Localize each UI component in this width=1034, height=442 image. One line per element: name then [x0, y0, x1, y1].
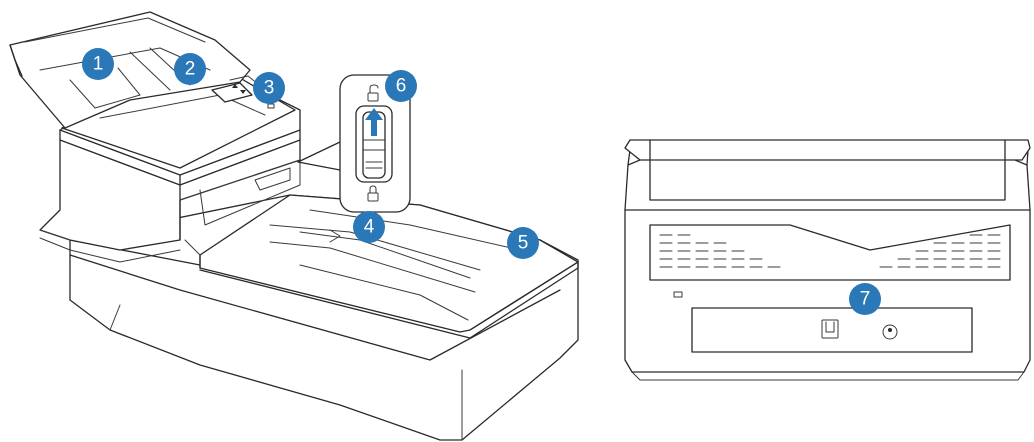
callout-6: 6 — [385, 70, 417, 102]
callout-1: 1 — [82, 48, 114, 80]
inset-leader-line — [298, 142, 340, 162]
callout-3: 3 — [253, 72, 285, 104]
callout-5-label: 5 — [518, 233, 529, 254]
callout-2: 2 — [174, 53, 206, 85]
callout-2-label: 2 — [185, 59, 196, 80]
callout-1-label: 1 — [93, 54, 104, 75]
callout-7-label: 7 — [860, 289, 871, 310]
callout-5: 5 — [507, 227, 539, 259]
callout-4-label: 4 — [364, 217, 375, 238]
callout-7: 7 — [849, 283, 881, 315]
callout-6-label: 6 — [396, 76, 407, 97]
callout-4: 4 — [353, 211, 385, 243]
callout-3-label: 3 — [264, 78, 275, 99]
inset-leader-line-lower — [298, 162, 340, 170]
scanner-rear-view — [625, 140, 1030, 380]
